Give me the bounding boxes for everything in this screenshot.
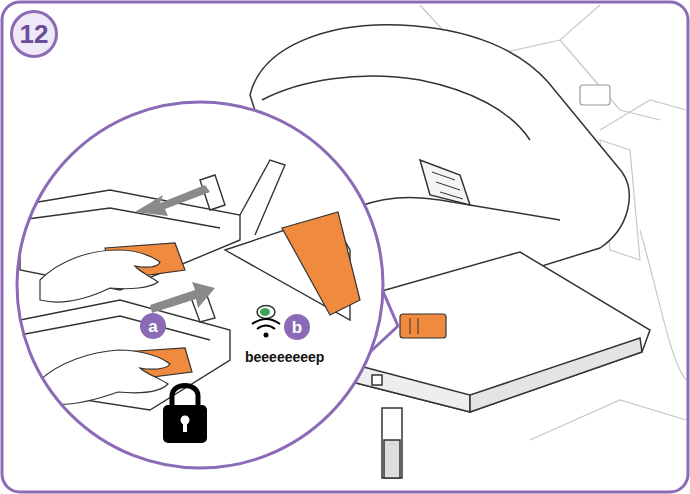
- callout-letter-text: a: [148, 318, 157, 335]
- callout-letter: a: [140, 313, 166, 339]
- sound-label: beeeeeeeep: [245, 349, 324, 365]
- callout-letter-text: b: [292, 319, 302, 336]
- step-number-text: 12: [20, 21, 49, 47]
- callout-letter: b: [284, 314, 310, 340]
- step-number: 12: [10, 10, 58, 58]
